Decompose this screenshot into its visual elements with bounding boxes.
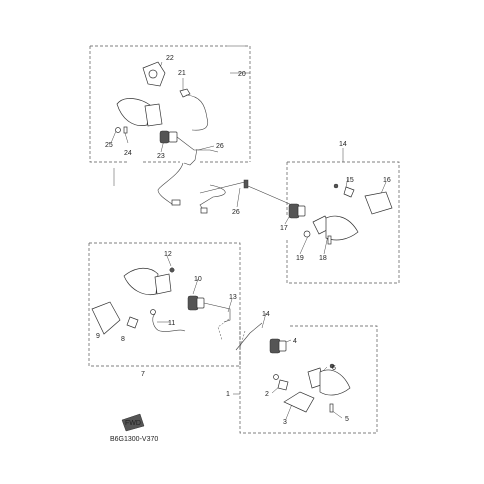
group-box-7 bbox=[88, 242, 241, 367]
turn-signal-assembly-14 bbox=[288, 183, 393, 245]
turn-signal-assembly-1 bbox=[235, 322, 351, 413]
callout-8: 8 bbox=[121, 336, 125, 343]
callout-26-lower: 26 bbox=[232, 209, 240, 216]
callout-5: 5 bbox=[345, 416, 349, 423]
group-box-14 bbox=[286, 161, 400, 284]
bulb-21 bbox=[179, 88, 191, 98]
callout-16: 16 bbox=[383, 177, 391, 184]
callout-14-b: 14 bbox=[262, 311, 270, 318]
callout-19: 19 bbox=[296, 255, 304, 262]
lens-rear bbox=[325, 215, 359, 241]
lens-16 bbox=[364, 191, 393, 215]
group-box-1 bbox=[239, 325, 378, 434]
callout-21: 21 bbox=[178, 70, 186, 77]
callout-25: 25 bbox=[105, 142, 113, 149]
turn-signal-assembly-20 bbox=[115, 61, 219, 166]
callouts: 20 22 21 23 24 25 26 14 26 15 16 17 19 1… bbox=[96, 55, 391, 426]
callout-23: 23 bbox=[157, 153, 165, 160]
callout-10: 10 bbox=[194, 276, 202, 283]
callout-22: 22 bbox=[166, 55, 174, 62]
bulb-2 bbox=[277, 379, 289, 391]
lens-front-7 bbox=[123, 267, 159, 296]
callout-14: 14 bbox=[339, 141, 347, 148]
callout-12: 12 bbox=[164, 251, 172, 258]
callout-3: 3 bbox=[283, 419, 287, 426]
callout-9: 9 bbox=[96, 333, 100, 340]
group-box-20 bbox=[89, 45, 251, 163]
callout-24: 24 bbox=[124, 150, 132, 157]
callout-13: 13 bbox=[229, 294, 237, 301]
lens-front bbox=[116, 98, 151, 126]
bulb-8 bbox=[126, 316, 139, 329]
callout-7: 7 bbox=[141, 371, 145, 378]
lens-9 bbox=[91, 301, 121, 335]
callout-4: 4 bbox=[293, 338, 297, 345]
lens-3 bbox=[283, 391, 315, 413]
callout-11: 11 bbox=[168, 320, 175, 327]
callout-6: 6 bbox=[332, 365, 336, 372]
callout-20: 20 bbox=[238, 71, 246, 78]
drawing-code: B6G1300-V370 bbox=[110, 436, 158, 443]
callout-17: 17 bbox=[280, 225, 288, 232]
callout-1: 1 bbox=[226, 391, 230, 398]
forward-direction-symbol: FWD bbox=[121, 413, 145, 432]
fwd-label: FWD bbox=[125, 420, 141, 427]
harness-26 bbox=[157, 162, 293, 214]
callout-15: 15 bbox=[346, 177, 354, 184]
bulb-15 bbox=[343, 186, 355, 198]
lens-front-1 bbox=[319, 369, 351, 396]
turn-signal-assembly-7 bbox=[91, 267, 231, 341]
callout-2: 2 bbox=[265, 391, 269, 398]
callout-26-upper: 26 bbox=[216, 143, 224, 150]
callout-18: 18 bbox=[319, 255, 327, 262]
